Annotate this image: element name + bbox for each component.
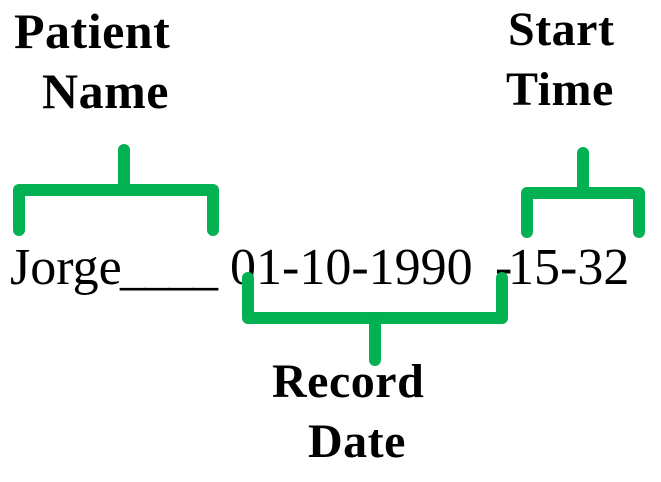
start-time-brace: [516, 146, 652, 240]
filename-text: Jorge ____ 01-10-1990 - 15-32: [8, 240, 658, 300]
record-date-label-line2: Date: [308, 415, 406, 468]
filename-time-part: 15-32: [508, 239, 630, 296]
patient-name-brace: [8, 142, 230, 238]
filename-patient-part: Jorge: [10, 239, 122, 296]
start-time-label-line2: Time: [506, 63, 614, 116]
patient-name-label-line1: Patient: [14, 3, 171, 59]
record-date-brace: [236, 270, 516, 366]
filename-separator: ____: [120, 239, 218, 296]
record-date-label-line1: Record: [272, 355, 425, 408]
patient-name-label-line2: Name: [42, 63, 169, 119]
start-time-label-line1: Start: [508, 3, 615, 56]
filename-date-part: 01-10-1990: [230, 239, 473, 296]
